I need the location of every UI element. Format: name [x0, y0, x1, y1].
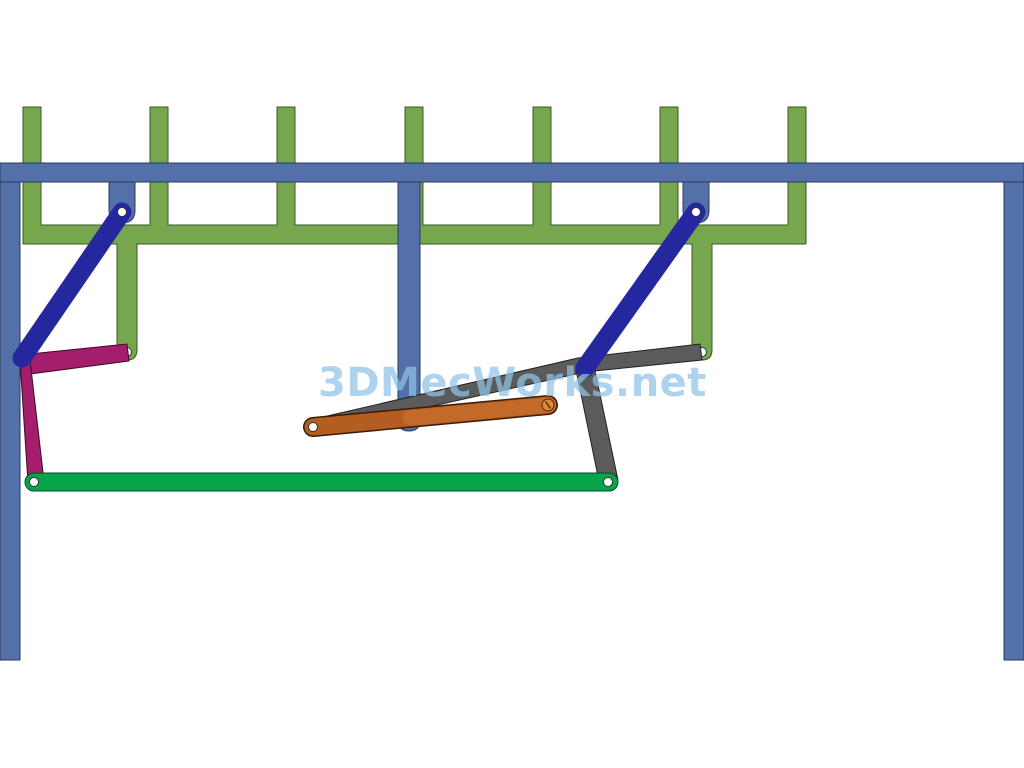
gray-lever-lower-arm — [575, 365, 619, 487]
magenta-link-lower — [19, 359, 45, 484]
frame-top-beam — [0, 162, 1024, 183]
green-link-pivot-left — [29, 477, 39, 487]
pivot-right-bracket — [691, 207, 701, 217]
pivot-left-bracket — [117, 207, 127, 217]
blue-crank-left — [12, 202, 132, 368]
green-link-bar — [24, 472, 619, 492]
orange-link-drive-pin-mark — [545, 401, 551, 409]
frame-center-post — [397, 181, 421, 432]
orange-links — [303, 395, 558, 437]
orange-link-pivot — [308, 422, 318, 432]
magenta-link — [19, 343, 130, 484]
frame-right-leg — [1003, 181, 1024, 661]
green-link — [24, 472, 619, 492]
green-link-pivot-right — [603, 477, 613, 487]
blue-cranks — [12, 202, 706, 378]
frame-left-leg — [0, 181, 21, 661]
orange-link-short-fill — [402, 397, 556, 426]
blue-crank-right — [575, 202, 706, 378]
